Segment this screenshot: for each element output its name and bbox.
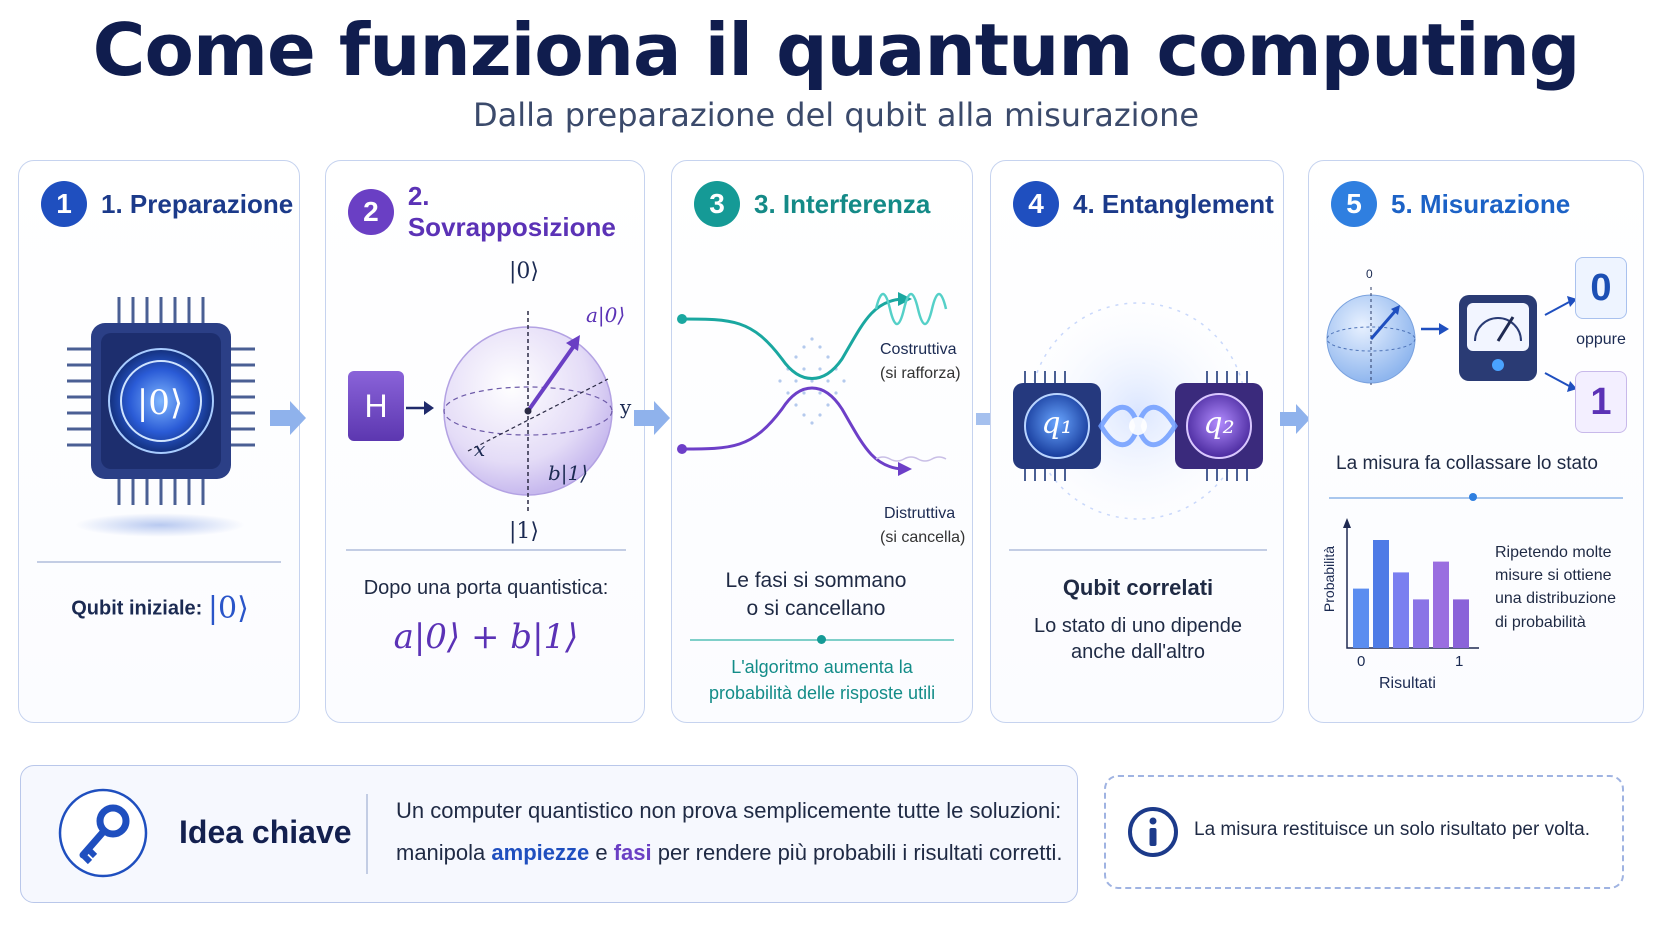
correlated-title: Qubit correlati: [1062, 575, 1214, 600]
page-title: Come funziona il quantum computing: [92, 8, 1581, 92]
arrow-to-meter-icon: [1421, 323, 1449, 335]
destructive-note: (si cancella): [880, 529, 966, 546]
divider: [346, 549, 626, 551]
step-number-badge: 3: [694, 181, 740, 227]
collapse-text: La misura fa collassare lo stato: [1336, 453, 1598, 474]
phases-caption-line1: Le fasi si sommano: [725, 569, 907, 592]
histogram-bar: [1453, 599, 1469, 648]
histogram-bar: [1413, 599, 1429, 648]
page-subtitle: Dalla preparazione del qubit alla misura…: [472, 96, 1200, 134]
bloch-sphere-icon: [443, 311, 613, 513]
qubit-chip-icon: [67, 297, 255, 537]
superposition-formula: a|0⟩ + b|1⟩: [393, 617, 579, 657]
distribution-note-line2: misure si ottiene: [1495, 567, 1612, 585]
algorithm-note-line2: probabilità delle risposte utili: [708, 683, 936, 703]
key-idea-text: manipola: [396, 840, 492, 865]
histogram-x-tick-1: 1: [1455, 653, 1464, 670]
histogram-x-tick-0: 0: [1357, 653, 1366, 670]
info-text: La misura restituisce un solo risultato …: [1194, 819, 1591, 840]
key-icon: [58, 788, 148, 878]
chip-state-label: |0⟩: [136, 383, 184, 423]
panel-misurazione: 5 5. Misurazione 0 0 oppure 1 La misura …: [1308, 160, 1644, 723]
step-title: 2. Sovrapposizione: [407, 181, 616, 242]
key-idea-text: e: [589, 840, 614, 865]
histogram-bar: [1393, 572, 1409, 648]
step-number-badge: 4: [1013, 181, 1059, 227]
step-number-badge: 5: [1331, 181, 1377, 227]
divider: [37, 561, 281, 563]
vertical-divider: [366, 794, 368, 874]
qubit-q2-label: q₂: [1203, 406, 1235, 441]
panel-preparazione: 1 1. Preparazione |0⟩ Qubit: [18, 160, 300, 723]
arrow-right-icon: [634, 401, 670, 435]
bloch-label-b: b|1⟩: [548, 461, 589, 485]
outcome-one: 1: [1575, 371, 1627, 433]
distribution-note-line4: di probabilità: [1495, 613, 1586, 631]
info-note-box: La misura restituisce un solo risultato …: [1104, 775, 1624, 889]
key-idea-text: per rendere più probabili i risultati co…: [651, 840, 1063, 865]
panel-interferenza: 3 3. Interferenza Costruttiva (si raffor…: [671, 160, 973, 723]
histogram-y-label: Probabilità: [1321, 545, 1337, 613]
correlated-line1: Lo stato di uno dipende: [1034, 615, 1242, 637]
constructive-label: Costruttiva: [880, 341, 957, 358]
interference-waves-icon: [677, 292, 948, 476]
step-title: 3. Interferenza: [754, 188, 931, 219]
bloch-label-one: |1⟩: [509, 519, 539, 544]
step-title: 4. Entanglement: [1073, 188, 1274, 219]
panel-entanglement: 4 4. Entanglement q₁ q₂: [990, 160, 1284, 723]
histogram-bar: [1353, 588, 1369, 648]
phases-highlight: fasi: [613, 840, 652, 865]
gate-arrow-icon: [406, 401, 434, 415]
divider: [1009, 549, 1267, 551]
outcome-arrows-icon: [1544, 296, 1577, 392]
distribution-note: Ripetendo molte misure si ottiene una di…: [1495, 541, 1616, 634]
entangled-qubits-icon: [1013, 289, 1263, 533]
info-icon: [1128, 807, 1178, 857]
key-idea-box: Idea chiave Un computer quantistico non …: [20, 765, 1078, 903]
ket-zero: |0⟩: [207, 591, 249, 626]
divider-dot: [1469, 493, 1477, 501]
step-title: 1. Preparazione: [101, 188, 294, 219]
step-title: 5. Misurazione: [1391, 188, 1571, 219]
measurement-sphere-icon: [1326, 287, 1416, 385]
key-idea-line1: Un computer quantistico non prova sempli…: [396, 798, 1062, 823]
constructive-note: (si rafforza): [880, 365, 961, 382]
phases-caption-line2: o si cancellano: [746, 597, 886, 620]
bloch-label-x: x: [474, 437, 486, 461]
step-number-badge: 1: [41, 181, 87, 227]
divider-dot: [817, 635, 826, 644]
gate-caption: Dopo una porta quantistica:: [363, 577, 609, 599]
oppure-label: oppure: [1576, 331, 1626, 348]
qubit-q1-label: q₁: [1041, 406, 1073, 441]
amplitudes-highlight: ampiezze: [491, 840, 590, 865]
distribution-note-line1: Ripetendo molte: [1495, 544, 1612, 561]
bloch-label-zero: |0⟩: [509, 259, 539, 284]
histogram-bar: [1433, 561, 1449, 648]
key-idea-line2: manipola ampiezze e fasi per rendere più…: [396, 840, 1062, 866]
key-idea-label: Idea chiave: [179, 814, 352, 850]
step-number-badge: 2: [348, 189, 394, 235]
caption-prefix: Qubit iniziale:: [71, 597, 203, 620]
measurement-meter-icon: [1459, 295, 1537, 381]
bloch-label-y: y: [620, 395, 632, 419]
algorithm-note-line1: L'algoritmo aumenta la: [731, 657, 913, 677]
correlated-line2: anche dall'altro: [1071, 641, 1205, 663]
panel-sovrapposizione: 2 2. Sovrapposizione H |0⟩ |1⟩ a|0⟩ b|1⟩…: [325, 160, 645, 723]
histogram-bar: [1373, 540, 1389, 648]
arrow-right-icon: [270, 401, 306, 435]
initial-qubit-caption: Qubit iniziale: |0⟩: [19, 589, 299, 630]
distribution-note-line3: una distribuzione: [1495, 590, 1616, 608]
destructive-label: Distruttiva: [884, 505, 956, 522]
sphere-zero-label: 0: [1366, 267, 1373, 281]
arrow-right-icon: [1280, 404, 1310, 434]
outcome-zero: 0: [1575, 257, 1627, 319]
hadamard-gate: H: [348, 371, 404, 441]
axis-arrow-icon: [1343, 518, 1351, 528]
histogram-x-label: Risultati: [1379, 675, 1436, 692]
bloch-label-a: a|0⟩: [586, 303, 626, 327]
probability-histogram: [1343, 518, 1479, 649]
